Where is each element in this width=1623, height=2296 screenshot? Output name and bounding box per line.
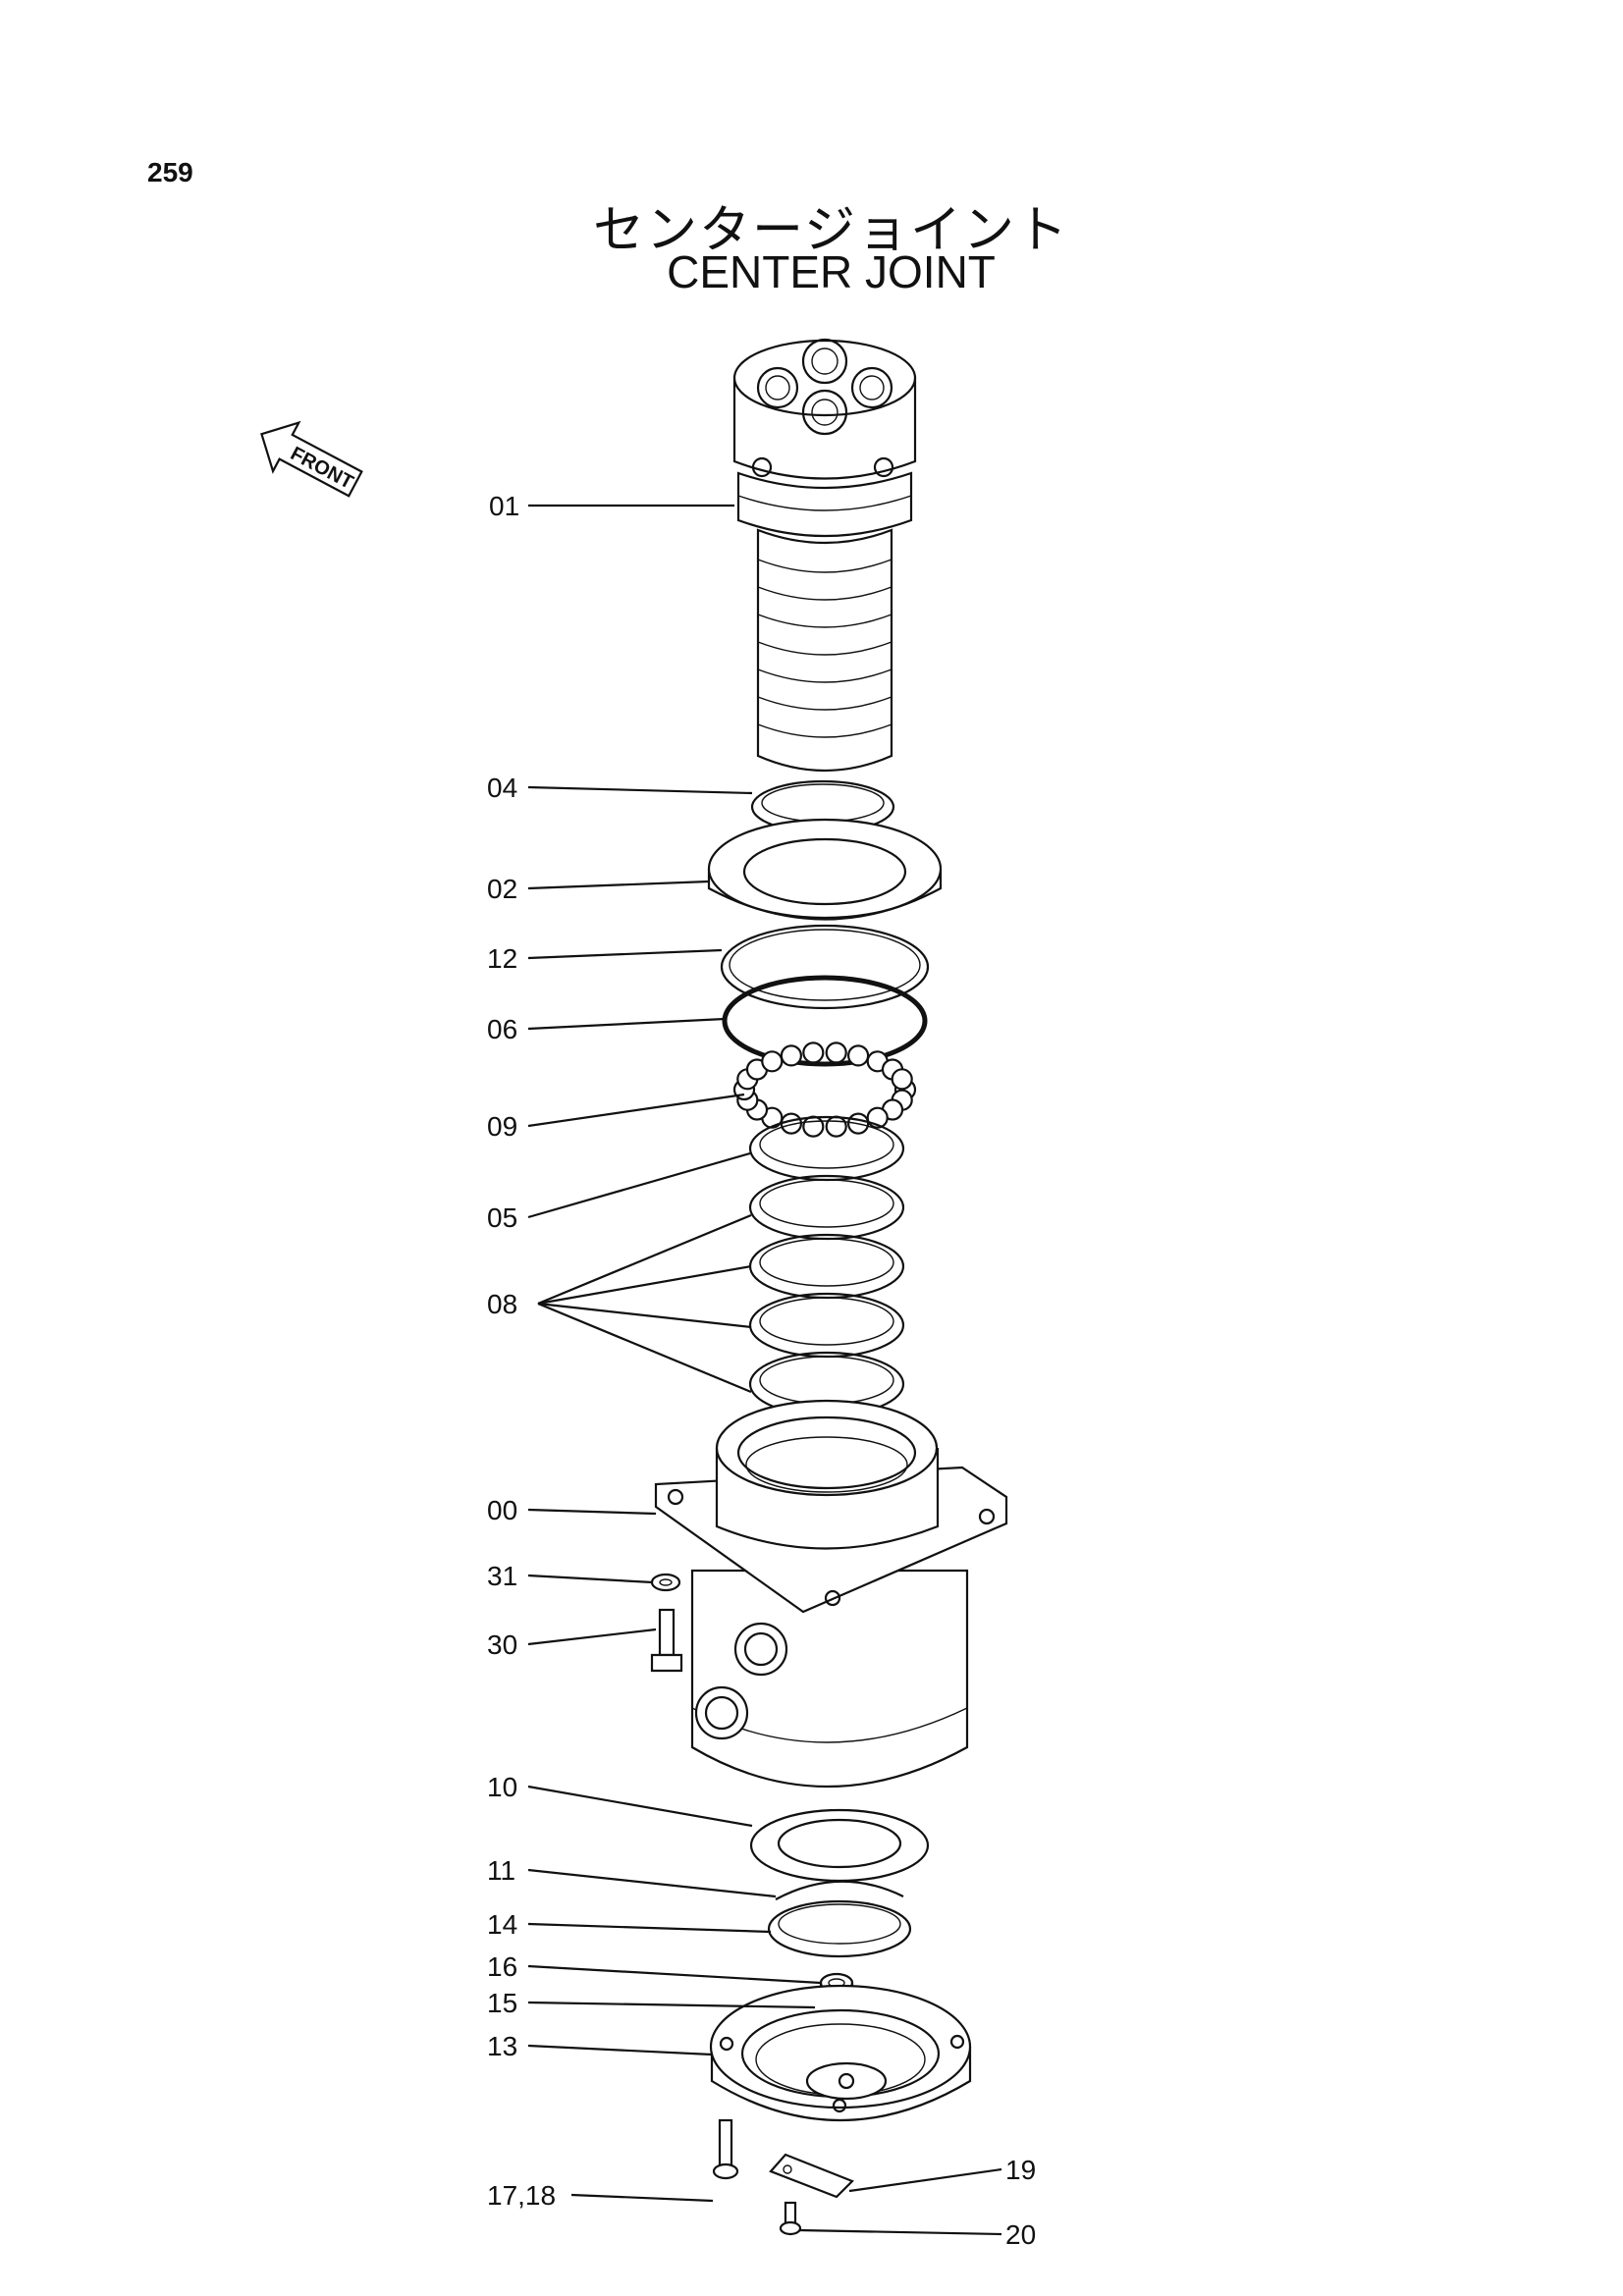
ball xyxy=(825,1041,847,1064)
screw-part xyxy=(712,2118,739,2180)
part-label-13: 13 xyxy=(487,2031,517,2061)
lock-plate-part xyxy=(769,2153,854,2199)
ball xyxy=(780,1044,803,1067)
part-label-05: 05 xyxy=(487,1202,517,1233)
part-label-04: 04 xyxy=(487,773,517,803)
ball xyxy=(802,1115,825,1138)
front-arrow-icon: FRONT xyxy=(260,420,363,498)
part-label-14: 14 xyxy=(487,1909,517,1940)
ball xyxy=(825,1115,847,1138)
ball xyxy=(846,1044,870,1067)
part-label-19: 19 xyxy=(1005,2155,1036,2185)
ball xyxy=(802,1041,825,1064)
cover-part xyxy=(709,1984,972,2122)
part-label-31: 31 xyxy=(487,1561,517,1591)
title-english: CENTER JOINT xyxy=(667,246,996,297)
part-label-16: 16 xyxy=(487,1951,517,1982)
part-label-17-18: 17,18 xyxy=(487,2180,556,2211)
plate-10-part xyxy=(749,1808,930,1883)
part-label-20: 20 xyxy=(1005,2219,1036,2250)
o-ring-part xyxy=(722,975,928,1067)
leader-lines xyxy=(527,504,1002,2236)
part-label-02: 02 xyxy=(487,874,517,904)
part-label-00: 00 xyxy=(487,1495,517,1525)
part-label-11: 11 xyxy=(487,1855,515,1886)
part-label-15: 15 xyxy=(487,1988,517,2018)
body-part xyxy=(654,1399,1008,1789)
ball xyxy=(891,1068,913,1091)
part-label-30: 30 xyxy=(487,1629,517,1660)
title-japanese: センタージョイント xyxy=(593,201,1069,260)
part-label-09: 09 xyxy=(487,1111,517,1142)
page-number: 259 xyxy=(147,157,193,187)
lock-screw-part xyxy=(779,2201,802,2236)
bolt-part xyxy=(650,1608,683,1673)
part-label-01: 01 xyxy=(489,491,519,521)
part-labels: 01 04 02 12 06 09 05 08 00 31 30 10 11 1… xyxy=(487,491,1036,2250)
cover-ring-part xyxy=(707,818,943,921)
part-label-10: 10 xyxy=(487,1772,517,1802)
washer-part xyxy=(650,1573,681,1592)
part-label-12: 12 xyxy=(487,943,517,974)
part-label-06: 06 xyxy=(487,1014,517,1044)
ball-set-part xyxy=(732,1041,917,1138)
ball xyxy=(761,1050,784,1073)
part-label-08: 08 xyxy=(487,1289,517,1319)
spindle-part xyxy=(732,338,917,773)
ring-12-part xyxy=(720,924,930,1010)
snap-ring-part xyxy=(767,1880,912,1958)
